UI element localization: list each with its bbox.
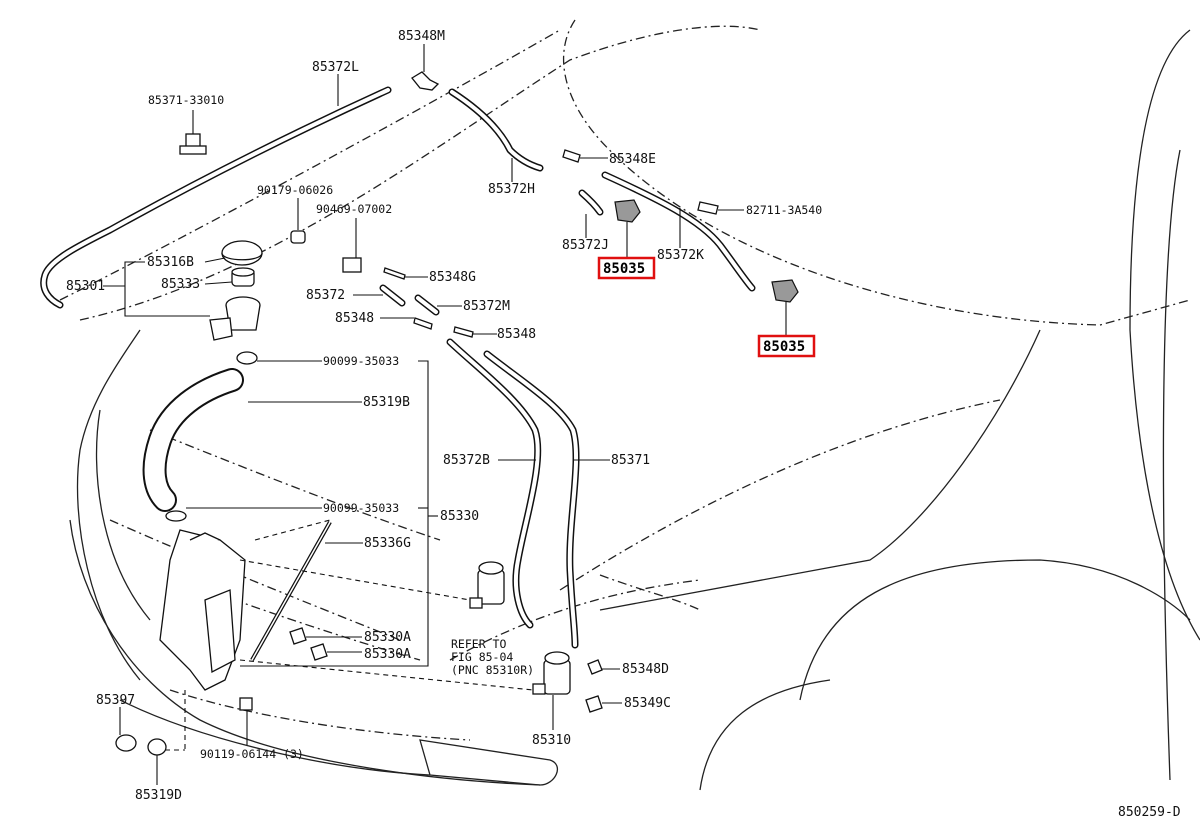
label-85330A-1[interactable]: 85330A xyxy=(364,630,411,645)
label-85348M[interactable]: 85348M xyxy=(398,29,445,44)
components xyxy=(115,71,799,756)
label-90119-06144[interactable]: 90119-06144 (3) xyxy=(200,747,304,761)
label-90179-06026[interactable]: 90179-06026 xyxy=(257,183,333,197)
label-85310[interactable]: 85310 xyxy=(532,733,571,748)
label-85348-left[interactable]: 85348 xyxy=(335,311,374,326)
label-85333[interactable]: 85333 xyxy=(161,277,200,292)
label-85372H[interactable]: 85372H xyxy=(488,182,535,197)
label-85348G[interactable]: 85348G xyxy=(429,270,476,285)
label-85371[interactable]: 85371 xyxy=(611,453,650,468)
refer-text-line1: REFER TO xyxy=(451,637,506,651)
label-85330A-2[interactable]: 85330A xyxy=(364,647,411,662)
label-85372L[interactable]: 85372L xyxy=(312,60,359,75)
highlight-box-85035-b xyxy=(757,334,816,358)
leader-lines xyxy=(103,44,787,785)
label-85316B[interactable]: 85316B xyxy=(147,255,194,270)
label-85330[interactable]: 85330 xyxy=(440,509,479,524)
label-85397[interactable]: 85397 xyxy=(96,693,135,708)
label-90099-35033-top[interactable]: 90099-35033 xyxy=(323,354,399,368)
label-85035-b[interactable]: 85035 xyxy=(763,339,805,355)
label-85301[interactable]: 85301 xyxy=(66,279,105,294)
vehicle-body-outline xyxy=(59,19,1200,791)
label-85371-33010[interactable]: 85371-33010 xyxy=(148,93,224,107)
label-85348E[interactable]: 85348E xyxy=(609,152,656,167)
label-85035-a[interactable]: 85035 xyxy=(603,261,645,277)
label-85372[interactable]: 85372 xyxy=(306,288,345,303)
refer-text-line2: FIG 85-04 xyxy=(451,650,513,664)
label-85319B[interactable]: 85319B xyxy=(363,395,410,410)
label-85372B[interactable]: 85372B xyxy=(443,453,490,468)
label-85372J[interactable]: 85372J xyxy=(562,238,609,253)
label-85372M[interactable]: 85372M xyxy=(463,299,510,314)
label-90469-07002[interactable]: 90469-07002 xyxy=(316,202,392,216)
label-85348-right[interactable]: 85348 xyxy=(497,327,536,342)
refer-text-line3: (PNC 85310R) xyxy=(451,663,534,677)
label-85319D[interactable]: 85319D xyxy=(135,788,182,803)
label-90099-35033-bottom[interactable]: 90099-35033 xyxy=(323,501,399,515)
label-85349C[interactable]: 85349C xyxy=(624,696,671,711)
label-82711-3A540[interactable]: 82711-3A540 xyxy=(746,203,822,217)
part-labels: 85348M 85372L 85371-33010 90179-06026 90… xyxy=(66,29,1181,820)
label-85336G[interactable]: 85336G xyxy=(364,536,411,551)
label-85348D[interactable]: 85348D xyxy=(622,662,669,677)
highlight-box-85035-a xyxy=(597,256,656,280)
label-85372K[interactable]: 85372K xyxy=(657,248,704,263)
diagram-id: 850259-D xyxy=(1118,805,1181,820)
hoses xyxy=(40,86,756,649)
